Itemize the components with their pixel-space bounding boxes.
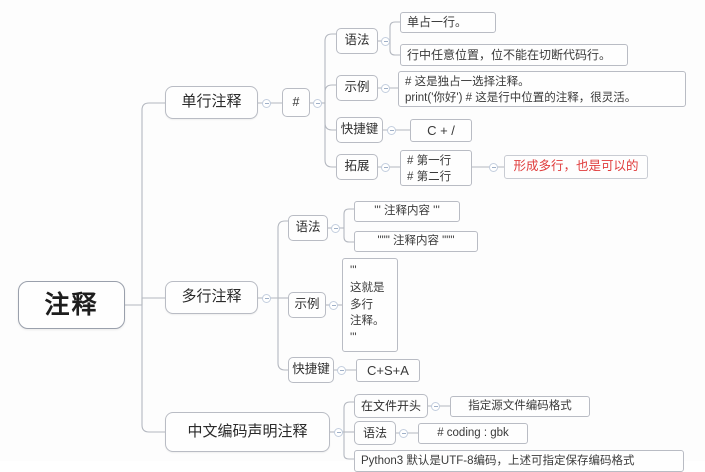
leaf-single-example-code-text: # 这是独占一选择注释。 print('你好') # 这是行中位置的注释，很灵活… [405,76,637,104]
node-multi-syntax[interactable]: 语法 [288,215,328,241]
branch-multi-line-comment[interactable]: 多行注释 [165,281,258,314]
leaf-single-syntax-2[interactable]: 行中任意位置，位不能在切断代码行。 [400,44,628,66]
leaf-multi-example-line-4: 注释。 [350,315,385,328]
branch-multi-line-comment-label: 多行注释 [181,288,242,306]
leaf-multi-example-line-2: 这就是 [350,281,385,294]
node-single-shortcut[interactable]: 快捷键 [336,117,383,143]
node-hash-symbol-label: # [292,94,300,109]
leaf-single-extend-annotation[interactable]: 形成多行，也是可以的 [504,155,648,179]
collapse-toggle-single-extend[interactable] [381,163,390,172]
leaf-single-extend-code[interactable]: # 第一行 # 第二行 [400,150,472,186]
collapse-toggle-single-shortcut[interactable] [387,126,396,135]
node-single-extend[interactable]: 拓展 [336,154,378,180]
node-single-syntax-label: 语法 [344,33,370,48]
node-single-example-label: 示例 [344,80,370,95]
collapse-toggle-encoding[interactable] [334,428,343,437]
leaf-encoding-file-head-desc-text: 指定源文件编码格式 [468,400,572,413]
leaf-single-shortcut-keys[interactable]: C + / [410,119,472,142]
node-single-syntax[interactable]: 语法 [336,28,378,54]
leaf-single-extend-code-text: # 第一行 # 第二行 [407,155,452,183]
node-single-example[interactable]: 示例 [336,75,378,101]
leaf-multi-syntax-single-quotes[interactable]: ''' 注释内容 ''' [354,201,460,222]
node-encoding-syntax-label: 语法 [362,425,387,440]
node-single-shortcut-label: 快捷键 [340,122,379,137]
leaf-multi-shortcut-keys-text: C+S+A [367,362,409,378]
node-multi-example[interactable]: 示例 [288,292,326,318]
node-multi-shortcut-label: 快捷键 [292,362,330,377]
edge-layer [125,21,504,460]
collapse-toggle-multi-line[interactable] [262,294,271,303]
node-hash-symbol[interactable]: # [282,88,310,117]
node-encoding-syntax[interactable]: 语法 [354,421,396,445]
leaf-single-example-code[interactable]: # 这是独占一选择注释。 print('你好') # 这是行中位置的注释，很灵活… [398,71,686,107]
node-multi-shortcut[interactable]: 快捷键 [288,357,334,383]
leaf-multi-example-line-3: 多行 [350,298,373,311]
leaf-encoding-python-note[interactable]: Python3 默认是UTF-8编码，上述可指定保存编码格式 [354,450,684,472]
leaf-single-syntax-1[interactable]: 单占一行。 [400,12,496,33]
branch-encoding-declaration-comment[interactable]: 中文编码声明注释 [165,412,330,452]
mindmap-canvas: 注释 单行注释 # 语法 单占一行。 行中任意位置，位不能在切断代码行。 示例 … [18,12,686,472]
node-multi-syntax-label: 语法 [295,220,321,235]
leaf-multi-syntax-single-quotes-text: ''' 注释内容 ''' [374,205,440,218]
collapse-toggle-multi-syntax[interactable] [331,224,340,233]
leaf-single-shortcut-keys-text: C + / [427,122,455,138]
collapse-toggle-single-extend-note[interactable] [489,163,498,172]
node-single-extend-label: 拓展 [344,159,370,174]
branch-single-line-comment[interactable]: 单行注释 [165,86,258,119]
collapse-toggle-single-syntax[interactable] [381,37,390,46]
root-node[interactable]: 注释 [18,281,125,329]
collapse-toggle-encoding-file-head[interactable] [431,402,440,411]
collapse-toggle-multi-shortcut[interactable] [337,366,346,375]
node-encoding-file-head[interactable]: 在文件开头 [354,394,428,418]
leaf-single-syntax-1-text: 单占一行。 [407,15,468,30]
node-encoding-file-head-label: 在文件开头 [360,398,421,413]
leaf-single-syntax-2-text: 行中任意位置，位不能在切断代码行。 [407,47,612,62]
leaf-multi-shortcut-keys[interactable]: C+S+A [356,359,420,382]
leaf-multi-example-line-1: ''' [350,265,357,278]
leaf-encoding-syntax-code[interactable]: # coding : gbk [418,423,528,444]
root-label: 注释 [44,290,99,319]
collapse-toggle-encoding-syntax[interactable] [399,429,408,438]
leaf-multi-example-code[interactable]: ''' 这就是 多行 注释。 ''' [342,258,398,352]
node-multi-example-label: 示例 [294,297,320,312]
collapse-toggle-single-line[interactable] [262,99,271,108]
collapse-toggle-hash[interactable] [313,99,322,108]
leaf-encoding-file-head-desc[interactable]: 指定源文件编码格式 [450,396,590,417]
branch-encoding-declaration-comment-label: 中文编码声明注释 [187,422,308,440]
collapse-toggle-multi-example[interactable] [329,301,338,310]
collapse-toggle-single-example[interactable] [381,84,390,93]
branch-single-line-comment-label: 单行注释 [181,93,242,111]
leaf-multi-syntax-double-quotes-text: """ 注释内容 """ [377,235,455,248]
leaf-multi-syntax-double-quotes[interactable]: """ 注释内容 """ [354,231,478,252]
leaf-single-extend-annotation-text: 形成多行，也是可以的 [513,159,639,174]
leaf-encoding-syntax-code-text: # coding : gbk [437,427,509,440]
leaf-multi-example-line-5: ''' [350,332,357,344]
